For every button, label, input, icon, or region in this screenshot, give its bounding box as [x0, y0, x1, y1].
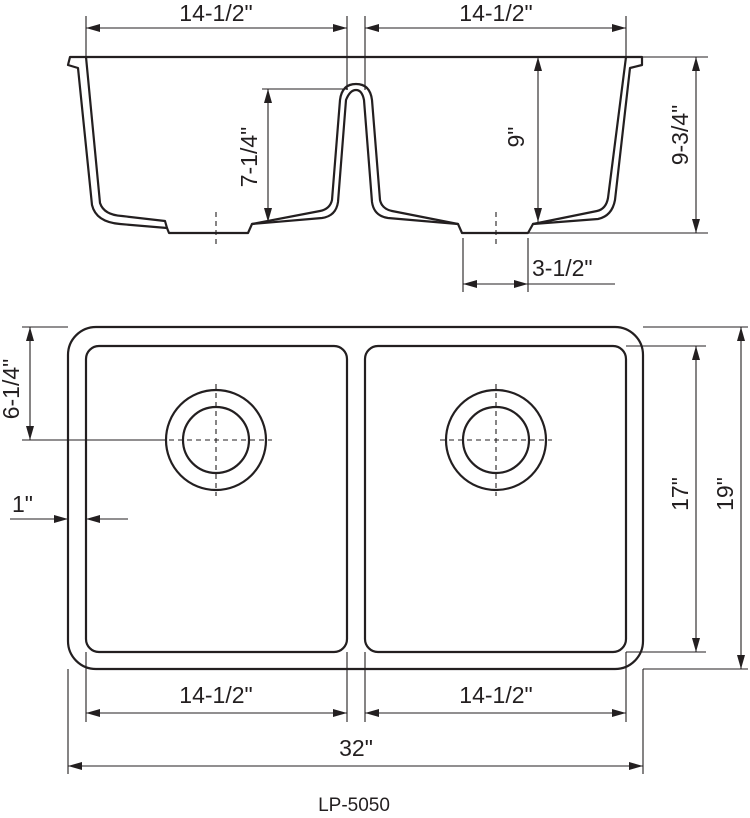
left-drain-outer: [164, 388, 268, 492]
side-view: [66, 55, 708, 246]
dim-label-side-left-width: 14-1/2": [179, 0, 252, 26]
dim-drain-offset: 3-1/2": [462, 238, 615, 292]
dim-bowl-length: 17": [626, 345, 706, 653]
dim-label-top-left-width: 14-1/2": [179, 682, 252, 708]
top-view: [66, 325, 645, 671]
top-right-bowl: [363, 344, 628, 654]
dim-label-rim-width: 1": [12, 491, 33, 517]
top-outer-rim: [66, 325, 645, 671]
dim-label-divider-height: 7-1/4": [236, 127, 262, 188]
dim-side-right-width: 14-1/2": [364, 0, 627, 90]
dim-overall-width: 32": [67, 669, 644, 774]
model-label: LP-5050: [318, 795, 390, 816]
dim-label-bowl-length: 17": [667, 477, 693, 511]
dim-label-overall-length: 19": [712, 477, 738, 511]
dim-label-drain-offset: 3-1/2": [532, 255, 593, 281]
dim-label-side-right-width: 14-1/2": [459, 0, 532, 26]
dim-label-overall-width: 32": [339, 735, 373, 761]
dim-drain-from-back: 6-1/4": [0, 326, 160, 441]
dim-rim-width: 1": [10, 491, 128, 523]
top-left-bowl: [84, 344, 349, 654]
dim-side-left-width: 14-1/2": [85, 0, 348, 90]
dim-label-top-right-width: 14-1/2": [459, 682, 532, 708]
dim-top-left-width: 14-1/2": [85, 652, 348, 722]
dim-divider-height: 7-1/4": [236, 88, 348, 222]
dim-label-overall-depth: 9-3/4": [667, 105, 693, 166]
dim-overall-depth: 9-3/4": [642, 56, 708, 233]
side-profile-inner: [84, 55, 628, 230]
dim-label-drain-from-back: 6-1/4": [0, 359, 24, 420]
dim-bowl-depth: 9": [503, 57, 542, 222]
dim-label-bowl-depth: 9": [503, 127, 529, 148]
side-profile-outline: [66, 55, 644, 235]
right-drain-outer: [444, 388, 548, 492]
dim-overall-length: 19": [643, 326, 748, 670]
dim-top-right-width: 14-1/2": [364, 652, 627, 722]
